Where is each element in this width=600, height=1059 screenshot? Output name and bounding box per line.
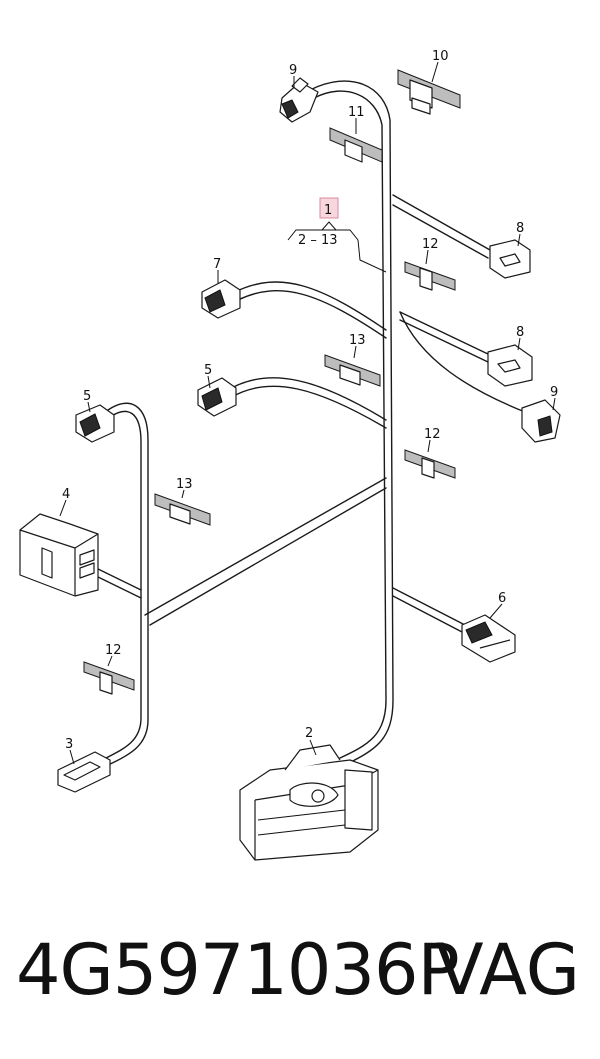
callout-5-left: 5: [83, 389, 91, 404]
connector-8-lower: [487, 344, 533, 387]
callout-4: 4: [62, 487, 70, 502]
callout-12-upper: 12: [422, 237, 439, 252]
part-number: 4G5971036P: [16, 929, 460, 1011]
callout-2: 2: [305, 726, 313, 741]
callout-labels: 1 2 – 13 9 10 11 8 12 7 13 8 9 5 5 12 13…: [62, 49, 558, 752]
callout-13-left: 13: [176, 477, 193, 492]
connector-5-left: [75, 404, 115, 443]
leader-lines: [59, 61, 556, 765]
connector-7: [201, 279, 241, 319]
callout-3: 3: [65, 737, 73, 752]
callout-12-middle: 12: [424, 427, 441, 442]
callout-1: 1: [324, 203, 332, 218]
callout-9-lower: 9: [550, 385, 558, 400]
callout-9-top: 9: [289, 63, 297, 78]
callout-6: 6: [498, 591, 506, 606]
clip-13-middle: [324, 354, 381, 387]
connector-4: [19, 513, 99, 597]
footer: 4G5971036P VAG: [0, 915, 600, 1035]
callout-13-middle: 13: [349, 333, 366, 348]
connector-9-top: [279, 77, 319, 123]
connector-2: [239, 744, 379, 861]
connector-9-lower: [521, 399, 561, 443]
callout-10: 10: [432, 49, 449, 64]
connector-8-upper: [489, 239, 531, 279]
connector-3: [57, 751, 111, 793]
wiring-harness-diagram: 1 2 – 13 9 10 11 8 12 7 13 8 9 5 5 12 13…: [19, 49, 561, 861]
callout-12-left: 12: [105, 643, 122, 658]
callout-2-13: 2 – 13: [298, 233, 338, 248]
brand-label: VAG: [435, 929, 580, 1011]
callout-1-highlight: [319, 197, 339, 219]
clip-12-middle: [404, 449, 456, 479]
connector-6: [461, 614, 516, 663]
callout-8-upper: 8: [516, 221, 524, 236]
clip-12-upper: [404, 261, 456, 291]
harness-wires: [95, 80, 526, 766]
callout-7: 7: [213, 257, 221, 272]
connector-5-middle: [197, 377, 237, 417]
clip-10: [397, 69, 461, 115]
callout-5-middle: 5: [204, 363, 212, 378]
callout-8-lower: 8: [516, 325, 524, 340]
clip-13-left: [154, 493, 211, 526]
clip-12-left: [83, 661, 135, 695]
callout-11: 11: [348, 105, 365, 120]
clip-11: [329, 127, 383, 163]
